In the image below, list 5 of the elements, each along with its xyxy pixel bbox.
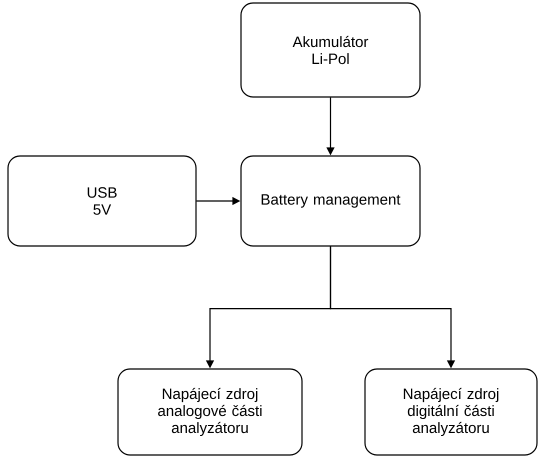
process-box: Napájecí zdroj digitální části analyzátoru [364,368,538,456]
process-box: USB 5V [7,155,197,247]
process-box: Battery management [240,155,421,247]
process-box: Napájecí zdroj analogové části analyzátoru [117,368,303,456]
process-box: Akumulátor Li-Pol [240,2,421,98]
